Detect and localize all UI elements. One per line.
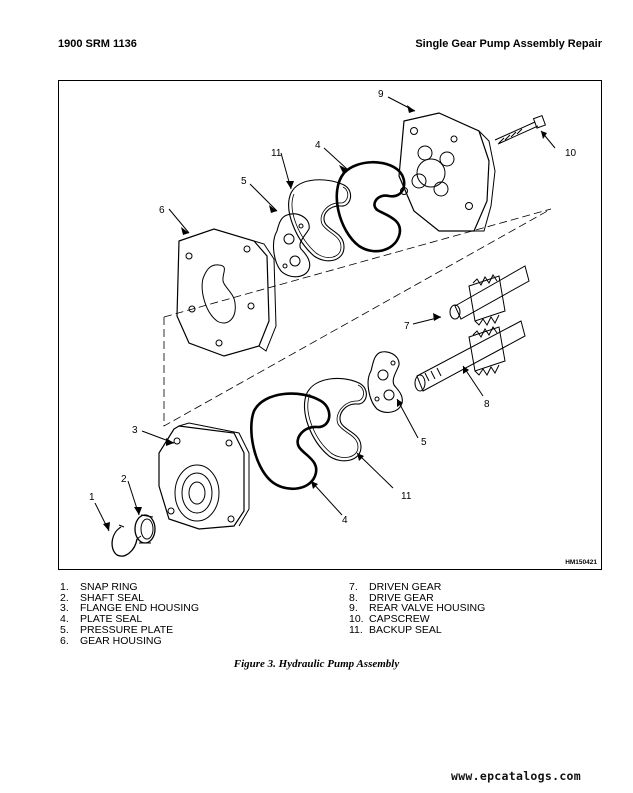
callout-5-bottom: 5 — [421, 437, 427, 448]
pressure-plate-bottom — [367, 351, 403, 413]
pressure-plate-top — [272, 213, 311, 278]
snap-ring — [111, 524, 142, 557]
plate-seal-top — [335, 160, 406, 253]
legend-item: 7.DRIVEN GEAR — [349, 581, 442, 593]
exploded-diagram: 9 10 11 4 5 6 7 8 5 11 4 3 2 1 HM150421 — [58, 80, 602, 570]
legend-item: 3.FLANGE END HOUSING — [60, 602, 200, 615]
backup-seal-bottom — [303, 377, 367, 462]
callout-10: 10 — [565, 148, 577, 159]
callout-6: 6 — [159, 205, 165, 216]
callout-4-bottom: 4 — [342, 515, 348, 526]
callout-7: 7 — [404, 321, 410, 332]
drive-gear — [414, 320, 526, 392]
section-title: Single Gear Pump Assembly Repair — [415, 38, 602, 50]
rear-valve-housing — [398, 112, 496, 232]
legend-item: 9.REAR VALVE HOUSING — [349, 602, 486, 615]
legend-item: 8.DRIVE GEAR — [349, 591, 434, 604]
legend-item: 10.CAPSCREW — [349, 613, 430, 626]
shaft-seal — [134, 514, 156, 544]
plate-seal-bottom — [250, 392, 331, 490]
figure-caption: Figure 3. Hydraulic Pump Assembly — [233, 658, 400, 670]
backup-seal-top — [288, 179, 352, 262]
callout-3: 3 — [132, 425, 138, 436]
legend-item: 6.GEAR HOUSING — [60, 634, 162, 647]
legend-item: 5.PRESSURE PLATE — [60, 623, 174, 636]
legend-item: 4.PLATE SEAL — [60, 613, 143, 626]
callout-1: 1 — [89, 492, 95, 503]
callout-8: 8 — [484, 399, 490, 410]
callout-11-bottom: 11 — [401, 491, 412, 502]
flange-end-housing — [158, 422, 250, 530]
watermark-link[interactable]: www.epcatalogs.com — [450, 769, 581, 783]
gear-housing — [176, 228, 277, 357]
callout-5-top: 5 — [241, 176, 247, 187]
legend-item: 2.SHAFT SEAL — [60, 591, 144, 604]
figure-id: HM150421 — [565, 559, 597, 566]
capscrew — [494, 114, 547, 145]
legend-item: 11.BACKUP SEAL — [349, 623, 442, 636]
document-code: 1900 SRM 1136 — [58, 38, 137, 50]
legend-right-column: 7.DRIVEN GEAR 8.DRIVE GEAR 9.REAR VALVE … — [349, 582, 485, 636]
pump-assembly-drawing: 9 10 11 4 5 6 7 8 5 11 4 3 2 1 — [89, 89, 577, 557]
callout-2: 2 — [121, 474, 127, 485]
callout-11-top: 11 — [271, 148, 282, 159]
driven-gear — [449, 265, 530, 326]
legend-left-column: 1.SNAP RING 2.SHAFT SEAL 3.FLANGE END HO… — [60, 582, 199, 646]
callout-4-top: 4 — [315, 140, 321, 151]
legend-item: 1.SNAP RING — [60, 581, 138, 593]
callout-9: 9 — [378, 89, 384, 100]
